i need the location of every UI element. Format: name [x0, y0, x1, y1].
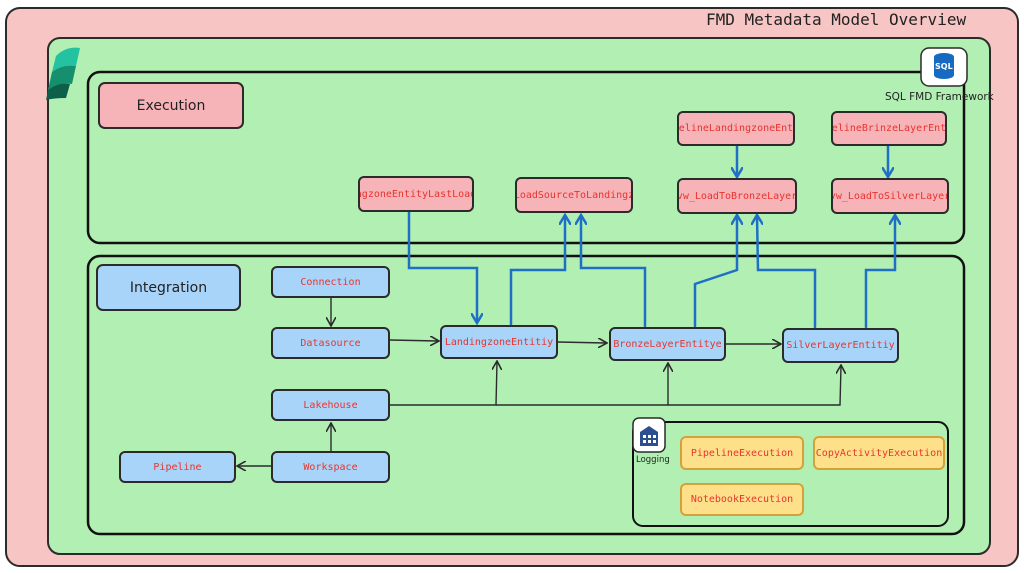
- node-silver-layer-entitiy: SilverLayerEntitiy: [782, 328, 899, 363]
- integration-section: [86, 254, 966, 536]
- edge-datasource-landingzone: [389, 340, 438, 341]
- node-copy-activity-execution: CopyActivityExecution: [813, 436, 945, 470]
- framework-panel: [47, 37, 991, 555]
- node-bronze-layer-entitye: BronzeLayerEntitye: [609, 327, 726, 361]
- node-lakehouse: Lakehouse: [271, 389, 390, 421]
- edge-lastload-landingzone: [407, 209, 477, 322]
- node-notebook-execution: NotebookExecution: [680, 483, 804, 516]
- node-workspace: Workspace: [271, 451, 390, 483]
- logging-label: Logging: [636, 455, 670, 465]
- node-pipeline-landingzone-entity: PipelineLandingzoneEntity: [677, 111, 795, 146]
- node-vw-load-source-to-landingzone: vw_LoadSourceToLandingzone: [515, 177, 633, 213]
- integration-label: Integration: [96, 264, 241, 311]
- node-vw-load-to-silver-layer: vw_LoadToSilverLayer: [831, 178, 949, 214]
- edge-silver-vwbronze: [757, 216, 817, 329]
- node-connection: Connection: [271, 266, 390, 298]
- edge-bronze-vwbronze: [693, 216, 737, 328]
- sql-database-icon: [920, 47, 968, 87]
- edge-lakehouse-silver: [668, 366, 841, 406]
- node-pipeline-execution: PipelineExecution: [680, 436, 804, 470]
- node-pipeline-brinze-layer-entity: PipelineBrinzeLayerEntity: [831, 111, 947, 146]
- edge-bronze-vwsource: [581, 216, 647, 328]
- execution-section: [86, 70, 966, 245]
- logging-section: [632, 421, 949, 527]
- logging-icon: [632, 417, 666, 453]
- fabric-logo-icon: [46, 47, 80, 100]
- execution-label: Execution: [98, 82, 244, 129]
- edge-silver-vwsilver: [864, 216, 895, 329]
- node-datasource: Datasource: [271, 327, 390, 359]
- diagram-title: FMD Metadata Model Overview: [706, 10, 967, 29]
- edge-landingzone-vwsource: [509, 216, 565, 326]
- framework-label: SQL FMD Framework: [885, 91, 994, 103]
- node-landingzone-entity-last-load-value: LandingzoneEntityLastLoadValue: [358, 176, 474, 212]
- node-pipeline: Pipeline: [119, 451, 236, 483]
- sql-icon-label: SQL: [935, 62, 953, 71]
- edge-landingzone-bronze: [557, 342, 606, 343]
- node-vw-load-to-bronze-layer: vw_LoadToBronzeLayer: [677, 178, 797, 214]
- node-landingzone-entitiy: LandingzoneEntitiy: [440, 325, 558, 359]
